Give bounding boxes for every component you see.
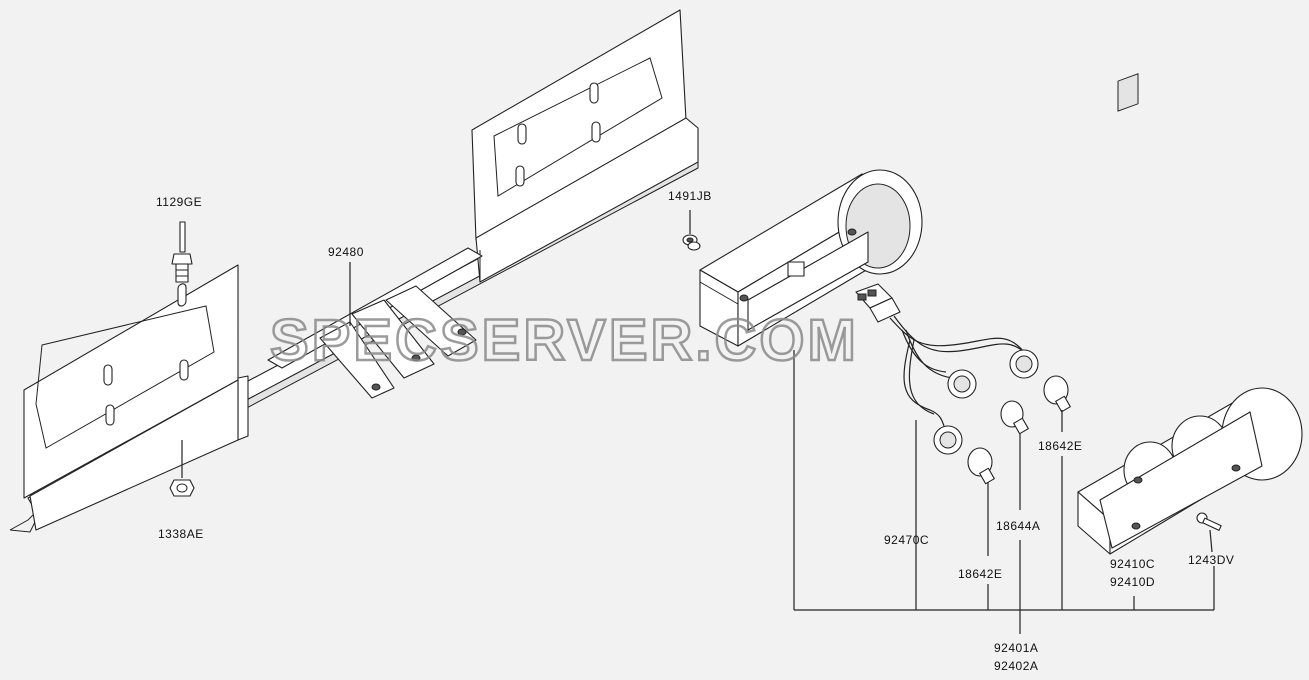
label-1243dv: 1243DV bbox=[1188, 553, 1234, 567]
label-92402a: 92402A bbox=[994, 659, 1038, 673]
watermark: SPECSERVER.COM bbox=[270, 308, 859, 373]
label-92410c: 92410C bbox=[1110, 557, 1155, 571]
label-92480: 92480 bbox=[328, 245, 364, 259]
label-1129ge: 1129GE bbox=[156, 195, 202, 209]
clip-1491jb bbox=[682, 210, 701, 251]
lamp-housing-92401a bbox=[699, 169, 923, 347]
lamp-lens-92410c bbox=[1077, 73, 1303, 555]
wiring-harness-92470c bbox=[889, 315, 1039, 455]
bolt-1129ge bbox=[171, 221, 193, 283]
screw-1243dv bbox=[1196, 512, 1222, 531]
bulb-18642e-left bbox=[967, 447, 995, 556]
label-92470c: 92470C bbox=[884, 533, 929, 547]
license-plate-bracket bbox=[9, 9, 699, 533]
connector bbox=[855, 283, 901, 323]
nut-1338ae bbox=[169, 440, 195, 497]
bulb-18644a bbox=[1000, 400, 1029, 510]
label-92410d: 92410D bbox=[1110, 575, 1155, 589]
label-18642e-right: 18642E bbox=[1038, 439, 1082, 453]
label-1338ae: 1338AE bbox=[158, 527, 204, 541]
label-18644a: 18644A bbox=[996, 519, 1040, 533]
label-92401a: 92401A bbox=[994, 641, 1038, 655]
leader-lines bbox=[349, 262, 1215, 634]
label-18642e-left: 18642E bbox=[958, 567, 1002, 581]
label-1491jb: 1491JB bbox=[668, 189, 712, 203]
bulb-18642e-right bbox=[1043, 375, 1071, 432]
